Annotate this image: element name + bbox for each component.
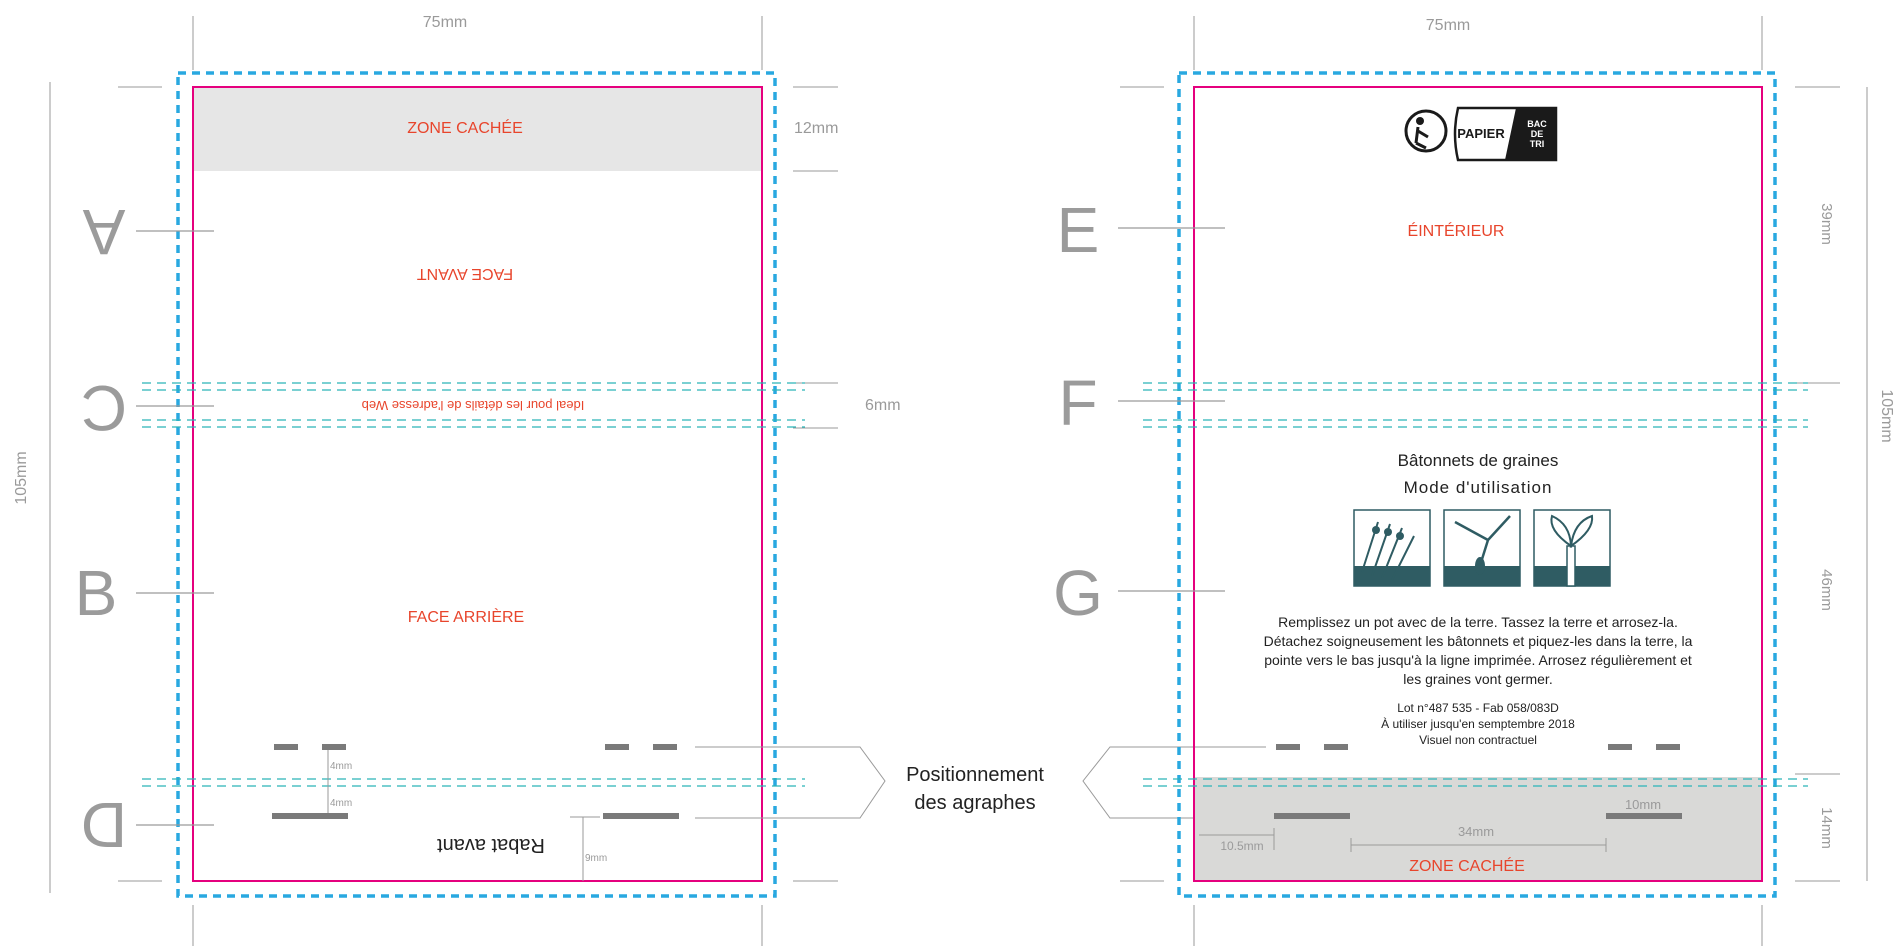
left-crop-marks <box>49 16 838 946</box>
left-zone-cachee-label: ZONE CACHÉE <box>407 118 523 137</box>
left-face-arriere-label: FACE ARRIÈRE <box>408 607 524 626</box>
callout-line-1: Positionnement <box>906 764 1044 786</box>
right-bleed-line <box>1177 71 1777 898</box>
recycle-person-icon <box>1404 109 1448 153</box>
right-staples <box>1274 744 1682 819</box>
left-rabat-label: Rabat avant <box>437 834 545 856</box>
right-letter-e: E <box>1057 194 1100 266</box>
visuel-text: Visuel non contractuel <box>1419 733 1537 747</box>
right-letter-g: G <box>1053 557 1103 629</box>
left-trim-line <box>192 86 763 882</box>
left-letter-d: D <box>81 789 127 861</box>
right-dim-105mm: 10.5mm <box>1220 839 1263 853</box>
step-1-hand-icon <box>1353 509 1431 587</box>
step-2-plant-stick-icon <box>1443 509 1521 587</box>
instr-line-2: Détachez soigneusement les bâtonnets et … <box>1264 633 1693 649</box>
left-hidden-zone <box>193 87 762 171</box>
instr-title: Bâtonnets de graines <box>1398 451 1559 470</box>
left-rabat-dim: 9mm <box>585 853 607 864</box>
right-dim-bottom: 14mm <box>1818 807 1835 849</box>
right-fold-lines <box>1143 382 1808 787</box>
left-width-label: 75mm <box>423 14 467 31</box>
left-letter-b: B <box>75 557 118 629</box>
recycle-logo: PAPIER BAC DE TRI <box>1404 106 1558 162</box>
left-zone-dim: 12mm <box>794 120 838 137</box>
right-letter-f: F <box>1058 367 1097 439</box>
instr-subtitle: Mode d'utilisation <box>1404 478 1553 497</box>
left-staple-dim-bottom: 4mm <box>330 798 352 809</box>
bin-text-2: DE <box>1531 129 1544 139</box>
right-dim-34mm: 34mm <box>1458 824 1494 839</box>
right-panel: 75mm 105mm 39mm 46mm 14mm PAPIER BAC DE <box>1053 16 1895 946</box>
left-fold-dim: 6mm <box>865 397 901 414</box>
bin-text-3: TRI <box>1530 139 1545 149</box>
right-interieur-label: ÉINTÉRIEUR <box>1408 221 1505 240</box>
step-icons <box>1353 509 1611 587</box>
left-height-label: 105mm <box>13 451 30 504</box>
right-trim-line <box>1193 86 1763 882</box>
right-height-label: 105mm <box>1878 389 1895 442</box>
left-panel: 75mm 105mm ZONE CACHÉE 12mm 6mm FACE AVA… <box>13 14 901 946</box>
right-width-label: 75mm <box>1426 17 1470 34</box>
right-crop-marks <box>1120 16 1868 946</box>
callout-line-2: des agraphes <box>914 792 1035 814</box>
left-staple-dim-top: 4mm <box>330 761 352 772</box>
step-3-sprout-icon <box>1533 509 1611 587</box>
right-dim-top: 39mm <box>1818 203 1835 245</box>
instr-line-1: Remplissez un pot avec de la terre. Tass… <box>1278 614 1678 630</box>
right-dim-middle: 46mm <box>1818 569 1835 611</box>
lot-text: Lot n°487 535 - Fab 058/083D <box>1397 701 1559 715</box>
left-fold-text: Ideal pour les détails de l'adresse Web <box>362 398 585 413</box>
bin-text-1: BAC <box>1527 119 1547 129</box>
staple-callout: Positionnement des agraphes <box>695 746 1266 819</box>
left-letter-c: C <box>81 372 127 444</box>
left-face-avant-label: FACE AVANT <box>417 265 514 282</box>
recycle-papier-text: PAPIER <box>1457 126 1505 141</box>
right-zone-cachee-label: ZONE CACHÉE <box>1409 856 1525 875</box>
left-letter-a: A <box>82 196 125 268</box>
left-staples <box>272 744 679 819</box>
instr-line-3: pointe vers le bas jusqu'à la ligne impr… <box>1264 652 1692 668</box>
left-bleed-line <box>176 71 777 898</box>
left-fold-lines <box>142 382 805 787</box>
bin-icon <box>1505 108 1556 160</box>
instr-line-4: les graines vont germer. <box>1403 671 1552 687</box>
right-dim-10mm: 10mm <box>1625 797 1661 812</box>
right-hidden-zone <box>1194 777 1762 881</box>
usage-text: À utiliser jusqu'en semptembre 2018 <box>1381 716 1575 731</box>
